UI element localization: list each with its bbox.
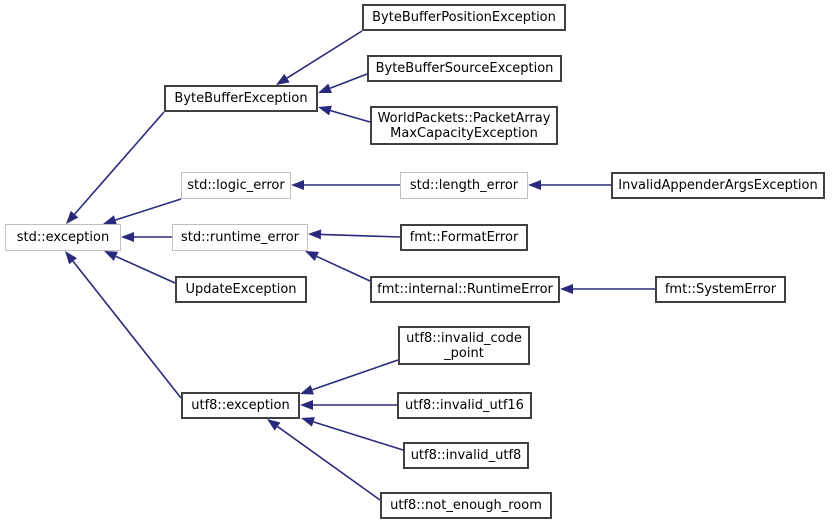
inheritance-edge-fmt-system-error-to-fmt-internal-runtime <box>560 284 655 294</box>
inheritance-edge-invalid-appender-args-to-std-length-error <box>528 180 611 190</box>
inheritance-edge-fmt-format-error-to-std-runtime-error <box>308 229 401 240</box>
class-node-bb-position-exception[interactable]: ByteBufferPositionException <box>362 4 566 31</box>
class-node-invalid-appender-args[interactable]: InvalidAppenderArgsException <box>611 172 825 199</box>
class-node-label: std::length_error <box>409 178 519 193</box>
class-node-label: ByteBufferSourceException <box>375 61 554 76</box>
inheritance-edge-bb-source-exception-to-byte-buffer-exception <box>318 73 368 93</box>
inheritance-edge-std-logic-error-to-std-exception <box>103 198 182 225</box>
class-node-update-exception[interactable]: UpdateException <box>175 276 307 303</box>
class-node-label: InvalidAppenderArgsException <box>618 178 818 193</box>
class-node-bb-source-exception[interactable]: ByteBufferSourceException <box>367 55 562 82</box>
class-node-label: utf8::invalid_utf16 <box>405 398 524 413</box>
class-node-label: fmt::FormatError <box>409 230 519 245</box>
class-node-packet-array-exception[interactable]: WorldPackets::PacketArray MaxCapacityExc… <box>370 106 558 145</box>
class-node-label: utf8::exception <box>191 398 290 413</box>
class-node-label: utf8::invalid_utf8 <box>410 448 522 463</box>
class-node-std-length-error[interactable]: std::length_error <box>400 172 528 199</box>
class-node-label: utf8::invalid_code _point <box>406 330 522 361</box>
class-node-label: std::exception <box>16 230 110 245</box>
class-node-label: fmt::internal::RuntimeError <box>377 282 553 297</box>
class-node-label: utf8::not_enough_room <box>390 498 542 513</box>
inheritance-edge-bb-position-exception-to-byte-buffer-exception <box>276 30 363 85</box>
class-node-std-runtime-error[interactable]: std::runtime_error <box>172 224 308 251</box>
inheritance-edge-packet-array-exception-to-byte-buffer-exception <box>318 105 371 123</box>
class-node-fmt-internal-runtime[interactable]: fmt::internal::RuntimeError <box>370 276 560 303</box>
inheritance-edge-byte-buffer-exception-to-std-exception <box>66 111 165 224</box>
class-node-label: fmt::SystemError <box>664 282 777 297</box>
inheritance-edge-update-exception-to-std-exception <box>104 251 176 284</box>
inheritance-edge-fmt-internal-runtime-to-std-runtime-error <box>305 251 371 282</box>
inheritance-edge-utf8-invalid-utf8-to-utf8-exception <box>301 417 404 451</box>
inheritance-edge-std-runtime-error-to-std-exception <box>121 232 172 242</box>
class-node-label: std::logic_error <box>187 178 285 193</box>
inheritance-edge-utf8-invalid-code-point-to-utf8-exception <box>300 359 399 395</box>
class-node-utf8-exception[interactable]: utf8::exception <box>181 392 300 419</box>
class-node-byte-buffer-exception[interactable]: ByteBufferException <box>164 85 318 112</box>
inheritance-edge-utf8-invalid-utf16-to-utf8-exception <box>300 400 397 410</box>
class-node-utf8-not-enough-room[interactable]: utf8::not_enough_room <box>380 492 552 519</box>
inheritance-edge-utf8-not-enough-room-to-utf8-exception <box>267 419 381 501</box>
class-node-fmt-format-error[interactable]: fmt::FormatError <box>400 224 528 251</box>
class-node-label: std::runtime_error <box>180 230 300 245</box>
inheritance-edge-utf8-exception-to-std-exception <box>65 251 182 399</box>
class-node-label: WorldPackets::PacketArray MaxCapacityExc… <box>377 110 551 141</box>
class-node-label: ByteBufferException <box>174 91 308 106</box>
class-node-fmt-system-error[interactable]: fmt::SystemError <box>655 276 786 303</box>
class-node-label: UpdateException <box>185 282 297 297</box>
class-node-label: ByteBufferPositionException <box>372 10 556 25</box>
class-node-std-exception[interactable]: std::exception <box>5 224 121 251</box>
class-node-std-logic-error[interactable]: std::logic_error <box>181 172 291 199</box>
inheritance-edge-std-length-error-to-std-logic-error <box>291 180 400 190</box>
class-node-utf8-invalid-utf8[interactable]: utf8::invalid_utf8 <box>403 442 529 469</box>
class-node-utf8-invalid-utf16[interactable]: utf8::invalid_utf16 <box>397 392 532 419</box>
class-node-utf8-invalid-code-point[interactable]: utf8::invalid_code _point <box>398 326 530 365</box>
